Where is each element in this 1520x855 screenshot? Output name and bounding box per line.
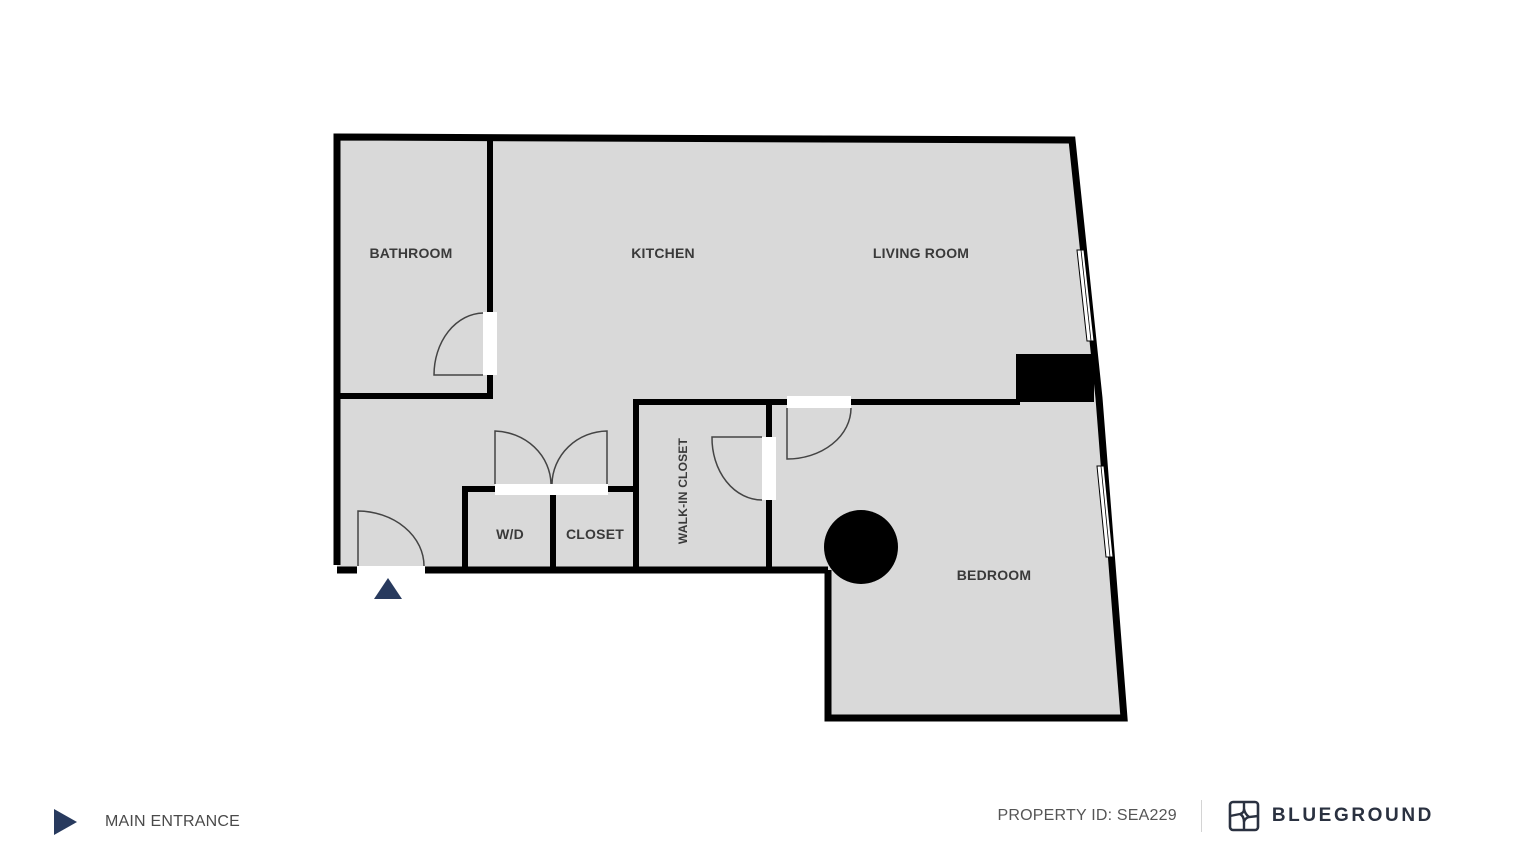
property-id: PROPERTY ID: SEA229 bbox=[997, 807, 1177, 824]
round-column bbox=[824, 510, 898, 584]
room-label-bathroom: BATHROOM bbox=[370, 245, 453, 261]
room-label-living-room: LIVING ROOM bbox=[873, 245, 969, 261]
room-label-walk-in-closet: WALK-IN CLOSET bbox=[676, 437, 690, 544]
entrance-door bbox=[357, 510, 425, 567]
windows bbox=[1076, 249, 1114, 558]
living-room-window bbox=[1076, 249, 1095, 342]
bedroom-window bbox=[1096, 465, 1114, 558]
brand-name: BLUEGROUND bbox=[1271, 805, 1434, 826]
door-openings bbox=[357, 312, 851, 578]
footer: PROPERTY ID: SEA229 BLUEGROUND bbox=[998, 799, 1434, 833]
room-label-kitchen: KITCHEN bbox=[631, 245, 695, 261]
triangle-right-icon bbox=[54, 809, 77, 835]
walk-in-closet-door bbox=[711, 436, 763, 501]
room-label-wd: W/D bbox=[496, 526, 524, 542]
door-swings bbox=[357, 312, 852, 567]
legend-label: MAIN ENTRANCE bbox=[105, 813, 241, 830]
room-label-closet: CLOSET bbox=[566, 526, 624, 542]
structural-block bbox=[1016, 354, 1094, 402]
floor-area bbox=[337, 137, 1124, 718]
wd-door bbox=[494, 430, 552, 485]
bathroom-door bbox=[433, 312, 484, 376]
footer-divider bbox=[1200, 800, 1202, 832]
closet-door bbox=[551, 430, 608, 485]
exterior-walls bbox=[333, 133, 1128, 722]
blueground-logo-icon bbox=[1228, 800, 1260, 832]
legend: MAIN ENTRANCE bbox=[52, 806, 240, 838]
room-label-bedroom: BEDROOM bbox=[957, 567, 1032, 583]
bedroom-door bbox=[786, 407, 852, 460]
entrance-marker-icon bbox=[374, 578, 402, 599]
